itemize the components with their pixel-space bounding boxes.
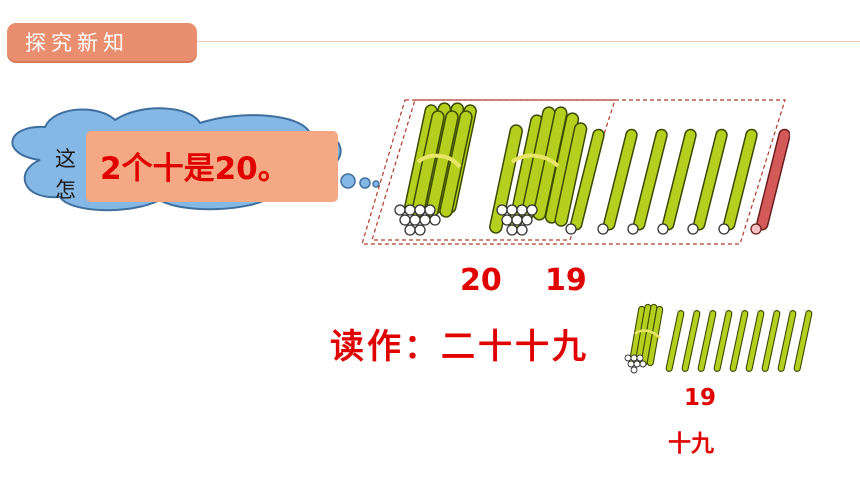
answer-callout: 2个十是20。 — [86, 131, 338, 202]
number-nineteen: 19 — [545, 263, 587, 298]
header-divider — [197, 41, 860, 42]
number-twenty: 20 — [460, 263, 502, 298]
small-word-nineteen: 十九 — [668, 431, 714, 457]
small-number-nineteen: 19 — [684, 385, 717, 411]
cloud-text-line1: 这 — [55, 147, 76, 171]
section-title: 探究新知 — [25, 31, 129, 55]
loose-sticks — [569, 128, 758, 231]
bundle-of-ten-2 — [489, 106, 588, 236]
section-header: 探究新知 — [7, 23, 197, 61]
cloud-text-line2: 怎 — [55, 178, 76, 202]
callout-text: 2个十是20。 — [100, 151, 289, 187]
counting-sticks-illustration — [361, 99, 790, 245]
nineteen-sticks-illustration — [624, 303, 813, 374]
bundle-of-ten-1 — [394, 102, 477, 236]
reading-text: 读作：二十十九 — [330, 327, 589, 367]
